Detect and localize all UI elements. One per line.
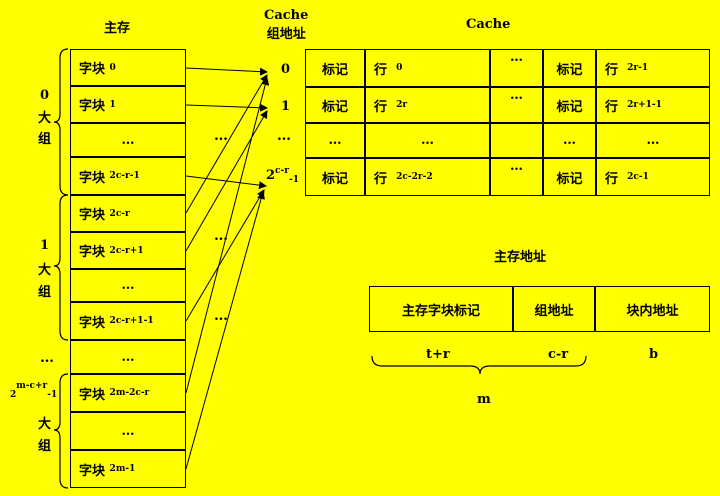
- group-1-brace: [53, 194, 69, 341]
- group-0-char2: 组: [38, 132, 52, 147]
- last-group-number: 2m-c+r-1: [10, 381, 58, 400]
- mapping-arrow: [185, 103, 268, 112]
- cache-ellipsis-cell: …: [305, 123, 365, 158]
- memory-block-0: 字块 0: [70, 49, 186, 86]
- width-offset-label: b: [649, 347, 659, 362]
- main-memory-title: 主存: [104, 21, 131, 36]
- cache-tag-cell: 标记: [305, 87, 365, 123]
- mapping-arrow: [185, 191, 265, 470]
- address-field-group: 组地址: [513, 286, 595, 332]
- group-0-char1: 大: [38, 111, 52, 126]
- last-group-brace: [53, 373, 69, 489]
- cache-tag-cell: 标记: [543, 87, 596, 123]
- cache-group-1-label: 1: [281, 99, 291, 114]
- memory-block-ellipsis: …: [70, 340, 186, 374]
- cache-title: Cache: [466, 17, 511, 32]
- cache-ellipsis-cell: …: [365, 123, 490, 158]
- width-tag-label: t+r: [426, 347, 450, 362]
- group-0-brace: [53, 48, 69, 196]
- mapping-arrow: [185, 67, 268, 76]
- cache-group-ellipsis: …: [277, 128, 291, 144]
- cache-ellipsis-cell: …: [543, 123, 596, 158]
- memory-block-ellipsis: …: [70, 412, 186, 450]
- mapping-arrow: [185, 189, 265, 322]
- cache-ellipsis-cell: [490, 123, 543, 158]
- width-total-label: m: [477, 392, 491, 407]
- cache-tag-cell: 标记: [305, 158, 365, 196]
- cache-ellipsis-cell: …: [596, 123, 710, 158]
- group-1-number: 1: [40, 238, 50, 253]
- memory-block-ellipsis: …: [70, 269, 186, 302]
- memory-block-1: 字块 1: [70, 86, 186, 123]
- cache-way-ellipsis: …: [490, 87, 543, 123]
- cache-group-last-label: 2c-r-1: [266, 166, 300, 185]
- group-1-char2: 组: [38, 285, 52, 300]
- mapping-arrow: [185, 77, 270, 394]
- width-group-label: c-r: [548, 347, 569, 362]
- cache-way-ellipsis: …: [490, 158, 543, 196]
- address-field-block-tag: 主存字块标记: [369, 286, 513, 332]
- group-1-char1: 大: [38, 263, 52, 278]
- address-field-offset: 块内地址: [595, 286, 710, 332]
- last-group-char1: 大: [38, 417, 52, 432]
- group-0-number: 0: [40, 88, 50, 103]
- cache-tag-cell: 标记: [543, 158, 596, 196]
- cache-tag-cell: 标记: [305, 49, 365, 87]
- middle-ellipsis: …: [214, 128, 228, 144]
- cache-way-ellipsis: …: [490, 49, 543, 87]
- cache-group-address-title: Cache 组地址: [264, 8, 309, 42]
- last-group-char2: 组: [38, 439, 52, 454]
- memory-block-ellipsis: …: [70, 123, 186, 157]
- address-width-brace: [371, 355, 587, 375]
- middle-ellipsis: …: [214, 308, 228, 324]
- main-memory-address-title: 主存地址: [494, 250, 547, 265]
- cache-group-0-label: 0: [281, 62, 291, 77]
- mapping-arrow: [185, 110, 268, 252]
- cache-line-cell: 行 0: [365, 49, 490, 87]
- cache-tag-cell: 标记: [543, 49, 596, 87]
- middle-ellipsis: …: [214, 228, 228, 244]
- mapping-arrow: [185, 74, 268, 214]
- group-ellipsis: …: [40, 350, 54, 366]
